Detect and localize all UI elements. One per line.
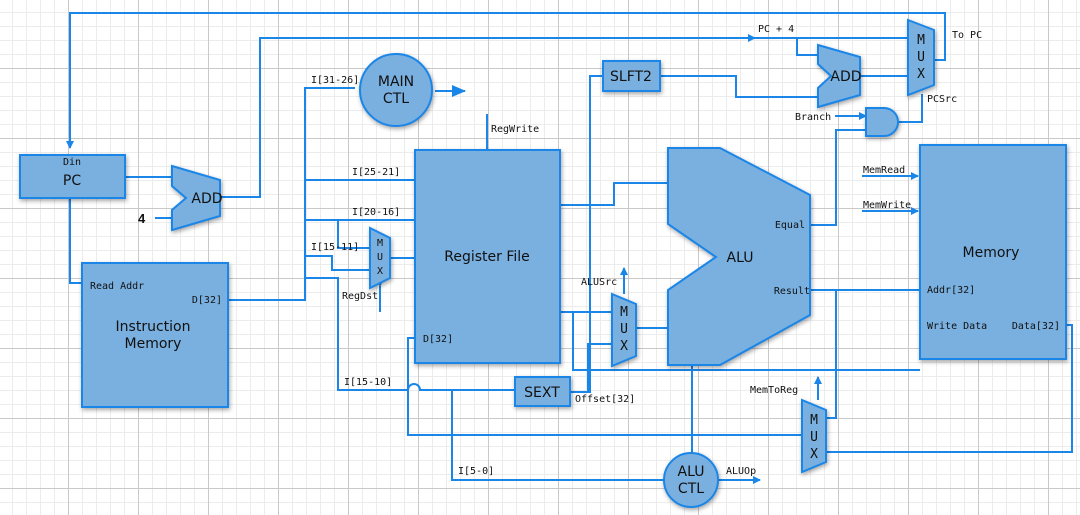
mem-data-out-label: Data[32]	[1012, 321, 1060, 332]
wire-pc4	[220, 34, 756, 198]
regdst-mux-u: U	[377, 252, 383, 263]
pc-adder: ADD	[171, 164, 223, 232]
alu-equal-label: Equal	[775, 220, 805, 231]
alu-result-label: Result	[774, 286, 810, 297]
wire-sext-mux	[570, 343, 612, 393]
imem-data-label: D[32]	[192, 295, 222, 306]
wire-memdata-mux	[826, 324, 1073, 453]
pc-mux-x: X	[917, 67, 925, 82]
regdst-label: RegDst	[342, 291, 378, 302]
alusrc-mux: M U X	[611, 292, 637, 368]
pc-register: Din PC	[19, 154, 126, 199]
branch-adder: ADD	[817, 43, 862, 109]
wire-and-pcsrc	[898, 94, 923, 123]
alu-ctl-line1: ALU	[678, 464, 705, 480]
pc-adder-label: ADD	[191, 191, 222, 207]
alusrc-mux-m: M	[620, 305, 628, 320]
register-file: Register File D[32]	[414, 149, 561, 364]
memtoreg-mux: M U X	[801, 398, 827, 474]
alusrc-label: ALUSrc	[581, 277, 617, 288]
wire-writeback	[407, 337, 802, 436]
alusrc-mux-x: X	[620, 339, 628, 354]
memtoreg-mux-u: U	[810, 430, 818, 445]
regwrite-label: RegWrite	[491, 124, 539, 135]
wire-imm	[305, 277, 515, 391]
aluop-label: ALUOp	[726, 466, 756, 477]
instruction-memory: Read Addr D[32] Instruction Memory	[81, 262, 229, 408]
alu-label: ALU	[727, 250, 754, 266]
field-opcode-label: I[31-26]	[311, 75, 359, 86]
pc-din-label: Din	[63, 157, 81, 168]
memtoreg-mux-m: M	[810, 413, 818, 428]
regfile-data-label: D[32]	[423, 334, 453, 345]
mem-write-data-label: Write Data	[927, 321, 987, 332]
pc-label: PC	[63, 173, 81, 189]
offset-label: Offset[32]	[575, 394, 635, 405]
data-memory-label: Memory	[963, 245, 1020, 261]
wire-rf-write-data	[572, 312, 920, 371]
alu-ctl-line2: CTL	[678, 481, 704, 497]
field-rd-label: I[15-11]	[311, 242, 359, 253]
read-addr-label: Read Addr	[90, 281, 144, 292]
pc-mux-m: M	[917, 33, 925, 48]
register-file-label: Register File	[444, 249, 530, 265]
to-pc-label: To PC	[952, 30, 982, 41]
field-funct-label: I[5-0]	[458, 466, 494, 477]
pc-mux: M U X	[907, 18, 935, 97]
mem-addr-label: Addr[32]	[927, 285, 975, 296]
pcsrc-label: PCSrc	[927, 94, 957, 105]
regdst-mux-m: M	[377, 238, 383, 249]
wire-rd-mux	[305, 255, 370, 271]
alu: ALU Equal Result	[667, 147, 811, 366]
wire-rt-mux	[337, 220, 370, 249]
pc-mux-u: U	[917, 50, 925, 65]
wire-rf-alu-a	[560, 182, 668, 206]
sext-label: SEXT	[524, 385, 560, 401]
memtoreg-mux-x: X	[810, 447, 818, 462]
constant-four: 4	[138, 211, 146, 226]
memtoreg-label: MemToReg	[750, 385, 798, 396]
branch-adder-label: ADD	[830, 69, 861, 85]
alu-control: ALU CTL	[663, 452, 719, 508]
pc-plus-4-label: PC + 4	[758, 24, 794, 35]
field-rt-label: I[20-16]	[352, 207, 400, 218]
field-imm-label: I[15-10]	[344, 377, 392, 388]
wire-pc4-add	[796, 38, 818, 56]
memread-label: MemRead	[863, 165, 905, 176]
branch-and-gate	[865, 107, 899, 137]
shift-left-2: SLFT2	[602, 60, 661, 92]
field-rs-label: I[25-21]	[352, 167, 400, 178]
main-ctl-line2: CTL	[383, 91, 409, 107]
wire-equal-and	[810, 129, 866, 226]
main-control: MAIN CTL	[359, 53, 433, 127]
sign-extend: SEXT	[514, 376, 571, 407]
wire-slft-add	[660, 75, 818, 98]
imem-title-2: Memory	[125, 336, 182, 352]
wire-topc-loop	[66, 12, 946, 149]
alusrc-mux-u: U	[620, 322, 628, 337]
slft2-label: SLFT2	[610, 69, 652, 85]
memwrite-label: MemWrite	[863, 200, 911, 211]
wire-instr-bus	[228, 87, 355, 301]
wire-result-mux	[826, 290, 837, 419]
wires	[66, 12, 1073, 484]
regdst-mux-x: X	[377, 266, 383, 277]
main-ctl-line1: MAIN	[378, 74, 414, 90]
wire-funct	[451, 390, 664, 481]
imem-title-1: Instruction	[116, 319, 191, 335]
wire-pc-imem	[69, 198, 82, 284]
data-memory: Memory Addr[32] Write Data Data[32]	[919, 144, 1067, 360]
branch-label: Branch	[795, 112, 831, 123]
regdst-mux: M U X	[369, 226, 391, 290]
